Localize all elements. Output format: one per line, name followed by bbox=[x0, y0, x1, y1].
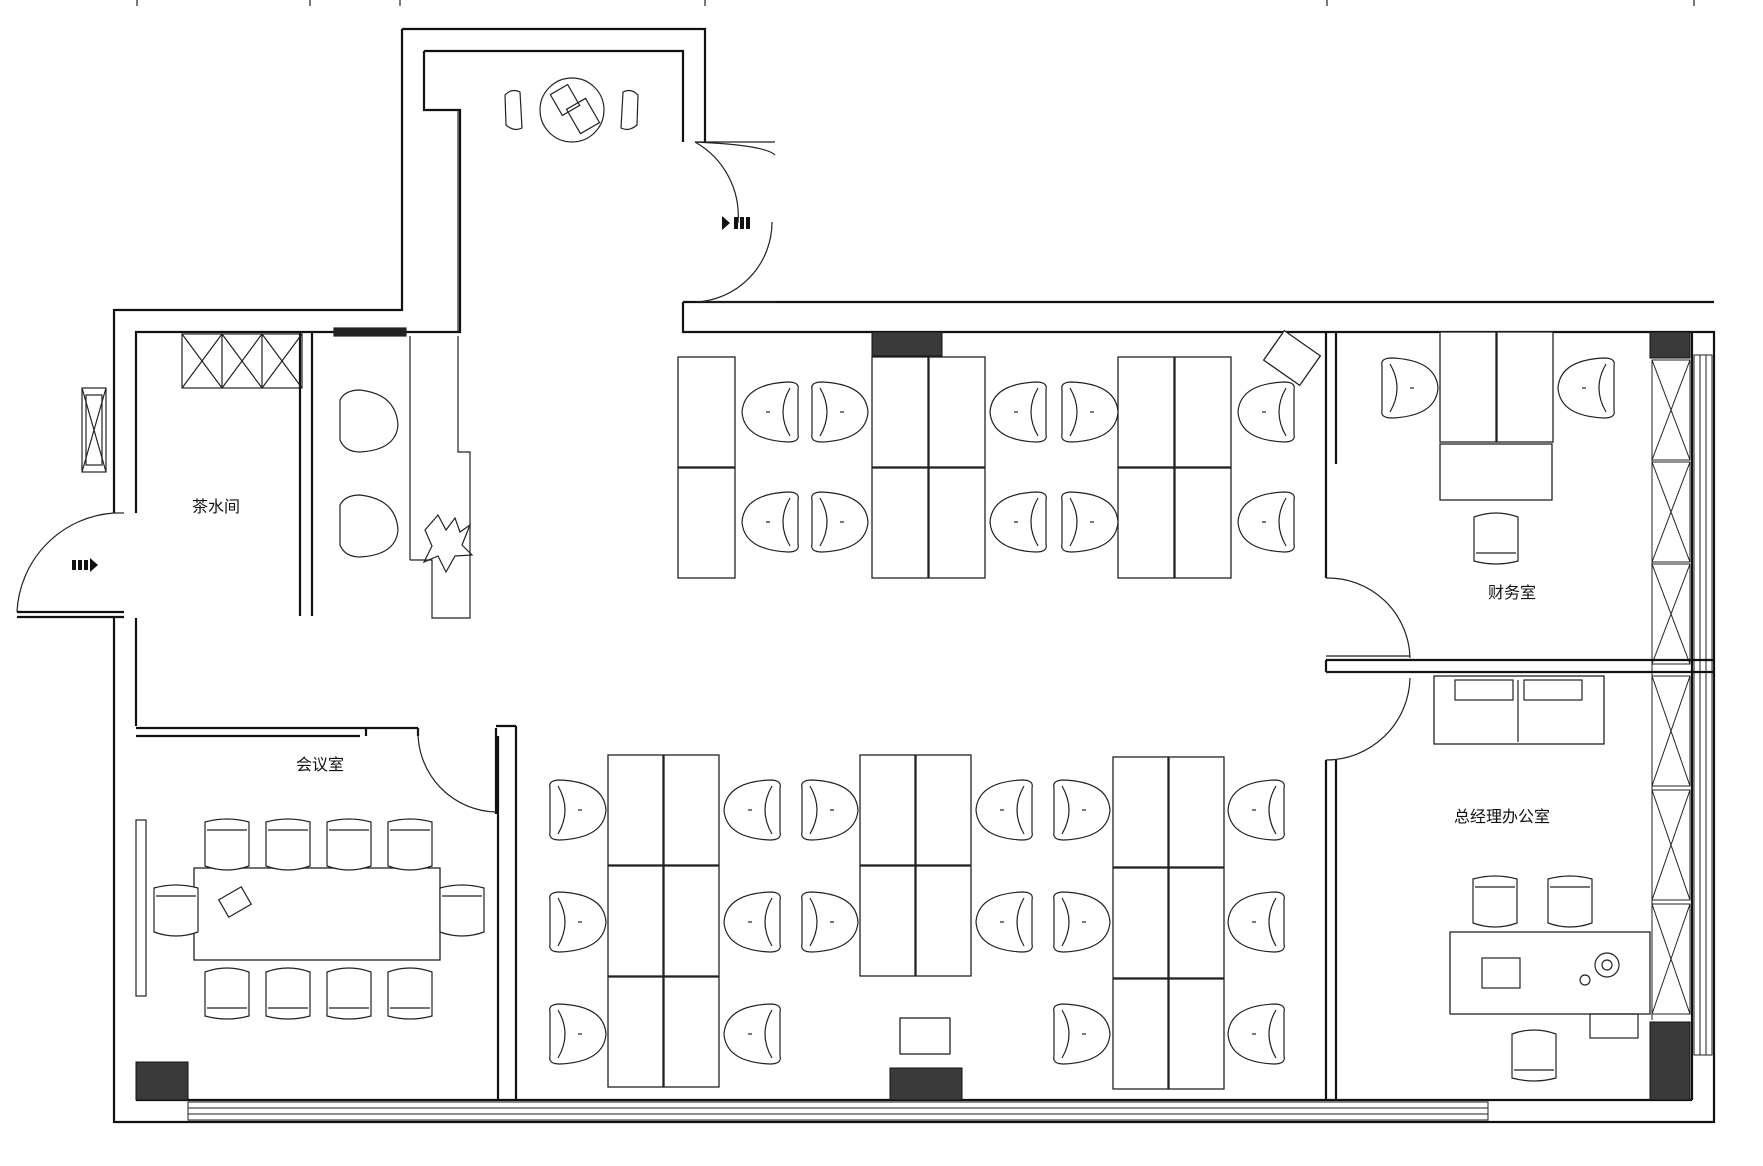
chair bbox=[1473, 512, 1519, 565]
pantry-cabinets bbox=[81, 333, 303, 473]
chair bbox=[989, 381, 1047, 443]
chair bbox=[801, 891, 859, 953]
chair bbox=[1237, 491, 1295, 553]
chair bbox=[1547, 875, 1593, 928]
finance-desk bbox=[1439, 331, 1554, 501]
chair bbox=[1472, 875, 1518, 928]
chair bbox=[326, 818, 372, 871]
chair bbox=[1061, 491, 1119, 553]
chair bbox=[723, 779, 781, 841]
chair bbox=[989, 491, 1047, 553]
interior-walls bbox=[136, 332, 1714, 1100]
plant-icon bbox=[422, 513, 474, 574]
chair bbox=[1381, 357, 1439, 419]
room-label-pantry: 茶水间 bbox=[192, 497, 240, 516]
gm-furniture bbox=[1433, 675, 1651, 1039]
triple-arrow-icon bbox=[722, 216, 750, 230]
room-label-finance: 财务室 bbox=[1488, 583, 1536, 602]
chair bbox=[1061, 381, 1119, 443]
windows bbox=[187, 354, 1713, 1121]
gm-chairs bbox=[1472, 875, 1593, 1082]
chair bbox=[549, 891, 607, 953]
finance-chairs bbox=[1381, 357, 1615, 565]
chair bbox=[1227, 1003, 1285, 1065]
corridor-chairs bbox=[339, 389, 399, 558]
bottom-desks bbox=[607, 754, 1225, 1090]
chair bbox=[1557, 357, 1615, 419]
triple-arrow-icon bbox=[72, 558, 98, 572]
corridor-counter bbox=[333, 110, 471, 619]
chair bbox=[439, 884, 485, 937]
dimension-ticks bbox=[136, 0, 1695, 6]
chair bbox=[1053, 779, 1111, 841]
chair bbox=[1053, 891, 1111, 953]
chair bbox=[975, 779, 1033, 841]
doors bbox=[16, 141, 1411, 813]
chair bbox=[811, 381, 869, 443]
chair bbox=[975, 891, 1033, 953]
chair bbox=[265, 967, 311, 1020]
reception-table bbox=[504, 77, 639, 143]
chair bbox=[1511, 1029, 1557, 1082]
meeting-table bbox=[135, 819, 441, 997]
chair bbox=[741, 381, 799, 443]
meeting-chairs bbox=[153, 818, 485, 1020]
chair bbox=[265, 818, 311, 871]
chair bbox=[723, 1003, 781, 1065]
chair bbox=[204, 818, 250, 871]
chair bbox=[1227, 891, 1285, 953]
chair bbox=[1237, 381, 1295, 443]
chair bbox=[801, 779, 859, 841]
top-desks bbox=[677, 329, 1322, 579]
chair bbox=[741, 491, 799, 553]
room-label-gm-office: 总经理办公室 bbox=[1454, 807, 1550, 826]
outer-walls bbox=[17, 27, 1716, 1124]
office-chairs bbox=[549, 381, 1295, 1065]
chair bbox=[549, 1003, 607, 1065]
chair bbox=[549, 779, 607, 841]
columns bbox=[135, 331, 1691, 1101]
room-label-meeting: 会议室 bbox=[296, 755, 344, 774]
chair bbox=[153, 884, 199, 937]
chair bbox=[326, 967, 372, 1020]
chair bbox=[204, 967, 250, 1020]
chair bbox=[387, 818, 433, 871]
chair bbox=[723, 891, 781, 953]
chair bbox=[387, 967, 433, 1020]
chair bbox=[1227, 779, 1285, 841]
chair bbox=[811, 491, 869, 553]
chair bbox=[1053, 1003, 1111, 1065]
